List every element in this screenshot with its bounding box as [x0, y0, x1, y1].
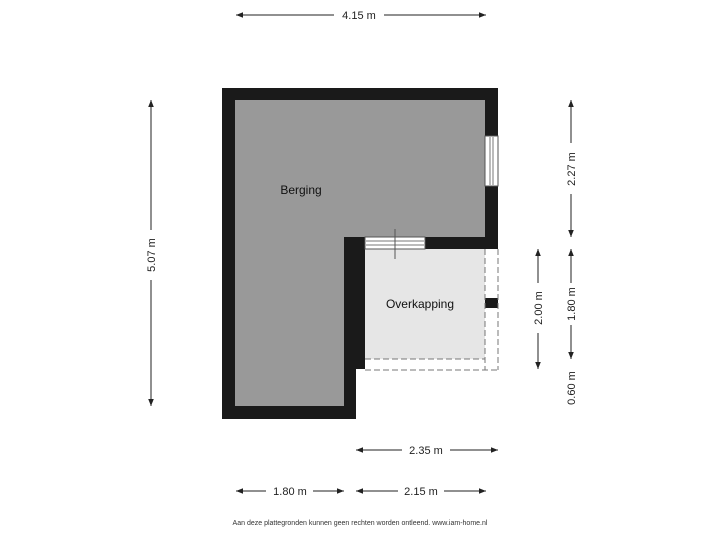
window-middle [364, 229, 426, 259]
dim-right-middle: 1.80 m [566, 287, 578, 321]
berging-floor [235, 100, 485, 406]
room-label-overkapping: Overkapping [386, 297, 454, 311]
overkapping-post [485, 298, 498, 308]
dim-bottom-right: 2.15 m [404, 486, 438, 498]
window-right [484, 135, 499, 187]
room-label-berging: Berging [280, 183, 321, 197]
dim-left-height: 5.07 m [146, 238, 158, 272]
dim-right-lower: 0.60 m [566, 371, 578, 405]
overkapping-wall-left [356, 249, 365, 369]
footer-disclaimer: Aan deze plattegronden kunnen geen recht… [232, 520, 488, 527]
overkapping-open-edges [365, 249, 499, 371]
dim-overkapping-height: 2.00 m [533, 291, 545, 325]
dim-right-upper: 2.27 m [566, 152, 578, 186]
dim-top-width: 4.15 m [342, 10, 376, 22]
overkapping-floor [356, 249, 485, 359]
dim-overkapping-width: 2.35 m [409, 445, 443, 457]
dim-bottom-left: 1.80 m [273, 486, 307, 498]
